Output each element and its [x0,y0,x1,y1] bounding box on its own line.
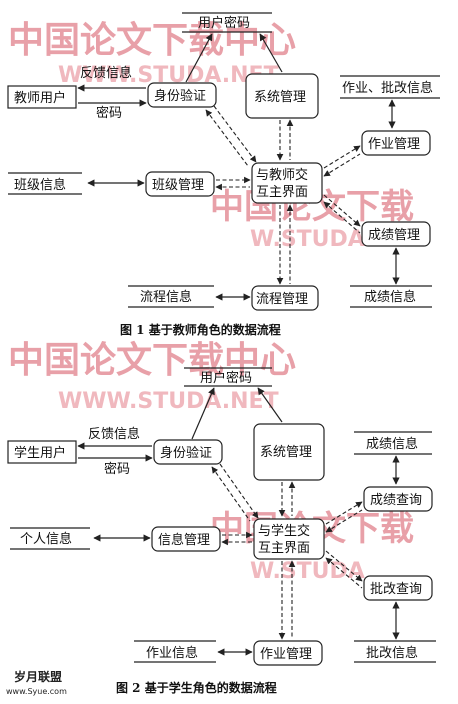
fig1-interface-line2: 互主界面 [256,185,308,200]
fig1-password-label: 密码 [96,105,122,121]
fig1-interface-box [251,162,323,204]
figure-2: 用户密码 学生用户 反馈信息 密码 身份验证 系统管理 成绩信息 成绩查询 个人… [7,367,436,695]
fig2-hw-mgmt-label: 作业管理 [260,647,312,662]
watermark-cn-1: 中国论文下载中心 [8,20,296,61]
fig2-feedback-label: 反馈信息 [88,426,140,442]
fig2-personal-info-label: 个人信息 [20,531,72,547]
fig2-score-info-label: 成绩信息 [366,436,418,452]
fig1-flow-mgmt-label: 流程管理 [256,292,308,307]
fig2-student-user-label: 学生用户 [14,445,66,461]
fig2-caption: 图 2 基于学生角色的数据流程 [116,680,277,695]
fig2-review-query-label: 批改查询 [370,582,422,597]
fig1-class-info-label: 班级信息 [14,177,66,193]
fig1-score-mgmt-label: 成绩管理 [368,228,420,243]
fig2-auth-box [153,439,223,465]
fig1-flow-mgmt-box [251,285,319,311]
fig2-sys-mgmt-label: 系统管理 [260,445,312,460]
fig2-score-query-label: 成绩查询 [370,493,422,508]
fig2-review-query-box [363,575,433,601]
fig1-user-password-label: 用户密码 [198,15,250,31]
fig1-feedback-label: 反馈信息 [80,65,132,81]
fig2-student-user-box [7,440,77,464]
fig2-review-info-label: 批改信息 [366,645,418,661]
fig1-interface-line1: 与教师交 [256,167,308,183]
site-logo-name: 岁月联盟 [14,669,62,684]
site-logo-url: www.Syue.com [6,687,67,696]
fig1-auth-box [147,82,217,108]
watermark-cn-3: 中国论文下载中心 [8,340,296,381]
fig1-hw-info-label: 作业、批改信息 [342,80,433,96]
fig1-flow-info-label: 流程信息 [140,289,192,305]
fig2-score-query-box [363,486,433,512]
fig2-auth-label: 身份验证 [160,445,212,461]
fig2-user-password-label: 用户密码 [200,370,252,386]
fig2-sys-mgmt-box [253,423,325,481]
fig2-info-mgmt-label: 信息管理 [158,532,210,548]
watermark-layer: 中国论文下载中心 WWW.STUDA.NET 中国论文下载 W.STUDA 中国… [8,20,414,584]
fig2-interface-line1: 与学生交 [258,523,310,539]
fig2-hw-info-label: 作业信息 [146,645,198,661]
fig1-score-info-label: 成绩信息 [364,289,416,305]
fig1-hw-mgmt-label: 作业管理 [368,137,420,152]
fig2-info-mgmt-box [151,526,221,552]
fig1-teacher-user-label: 教师用户 [14,90,66,106]
watermark-url-4: W.STUDA [250,559,365,584]
fig1-sys-mgmt-label: 系统管理 [254,90,306,105]
watermark-url-2: W.STUDA [250,227,365,252]
fig2-interface-box [253,518,325,560]
fig1-class-mgmt-label: 班级管理 [152,178,204,193]
fig1-class-mgmt-box [145,171,215,197]
fig2-hw-mgmt-box [253,640,323,666]
fig1-sys-mgmt-box [245,73,319,119]
figure-1: 用户密码 教师用户 反馈信息 密码 身份验证 系统管理 作业、批改信息 作业管理… [7,12,440,337]
fig1-score-mgmt-box [361,221,431,247]
fig1-hw-mgmt-box [361,130,431,156]
watermark-url-3: WWW.STUDA.NET [58,389,279,414]
fig2-interface-line2: 互主界面 [258,541,310,556]
site-logo: 岁月联盟 www.Syue.com [6,669,67,696]
fig2-password-label: 密码 [104,461,130,477]
fig1-caption: 图 1 基于教师角色的数据流程 [120,322,281,337]
fig1-auth-label: 身份验证 [154,88,206,104]
fig1-teacher-user-box [7,85,77,109]
